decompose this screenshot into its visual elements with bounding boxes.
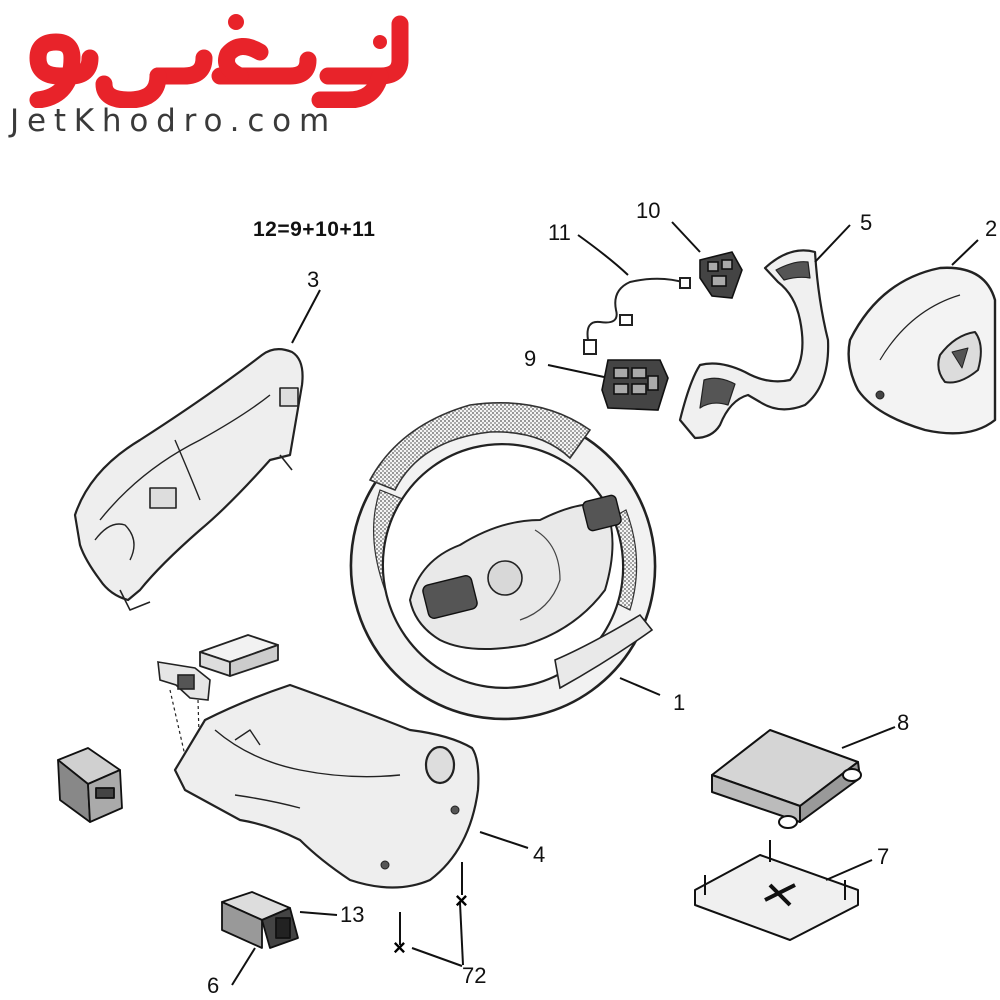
- callout-1: 1: [673, 690, 685, 715]
- fastener-mark-upper: ×: [455, 888, 468, 913]
- lower-column-shroud: [173, 683, 480, 889]
- jetkhodro-persian-logo: [29, 14, 409, 108]
- control-module-block: [199, 634, 279, 677]
- shroud-clip: [157, 661, 211, 701]
- callout-5: 5: [860, 210, 872, 235]
- callout-72: 72: [462, 963, 486, 988]
- steering-wheel: [349, 402, 657, 721]
- assembly-formula: 12=9+10+11: [253, 218, 376, 241]
- callout-3: 3: [307, 267, 319, 292]
- callout-13: 13: [340, 902, 364, 927]
- ignition-connector: [57, 747, 123, 823]
- jetkhodro-latin-logo: JetKhodro.com: [10, 103, 337, 139]
- switch-wiring-harness: [583, 277, 691, 355]
- callout-4: 4: [533, 842, 545, 867]
- driver-airbag-module: [847, 266, 997, 435]
- fastener-mark-lower: ×: [393, 935, 406, 960]
- callout-8: 8: [897, 710, 909, 735]
- callout-11: 11: [548, 220, 571, 245]
- airbag-ecu-bracket: [694, 840, 859, 941]
- callout-6: 6: [207, 973, 219, 998]
- callout-9: 9: [524, 346, 536, 371]
- callout-7: 7: [877, 844, 889, 869]
- steering-spoke-trim: [678, 249, 830, 440]
- right-control-switch: [699, 251, 743, 299]
- callout-2: 2: [985, 216, 997, 241]
- left-control-switch: [601, 359, 669, 411]
- upper-column-shroud: [73, 348, 304, 611]
- callout-labels: 1 2 3 4 5 6 7 8 9 10 11 13 72: [207, 198, 997, 998]
- leader-lines: [231, 221, 979, 986]
- callout-10: 10: [636, 198, 660, 223]
- cruise-control-switch: [221, 891, 299, 949]
- airbag-control-unit: [711, 729, 862, 829]
